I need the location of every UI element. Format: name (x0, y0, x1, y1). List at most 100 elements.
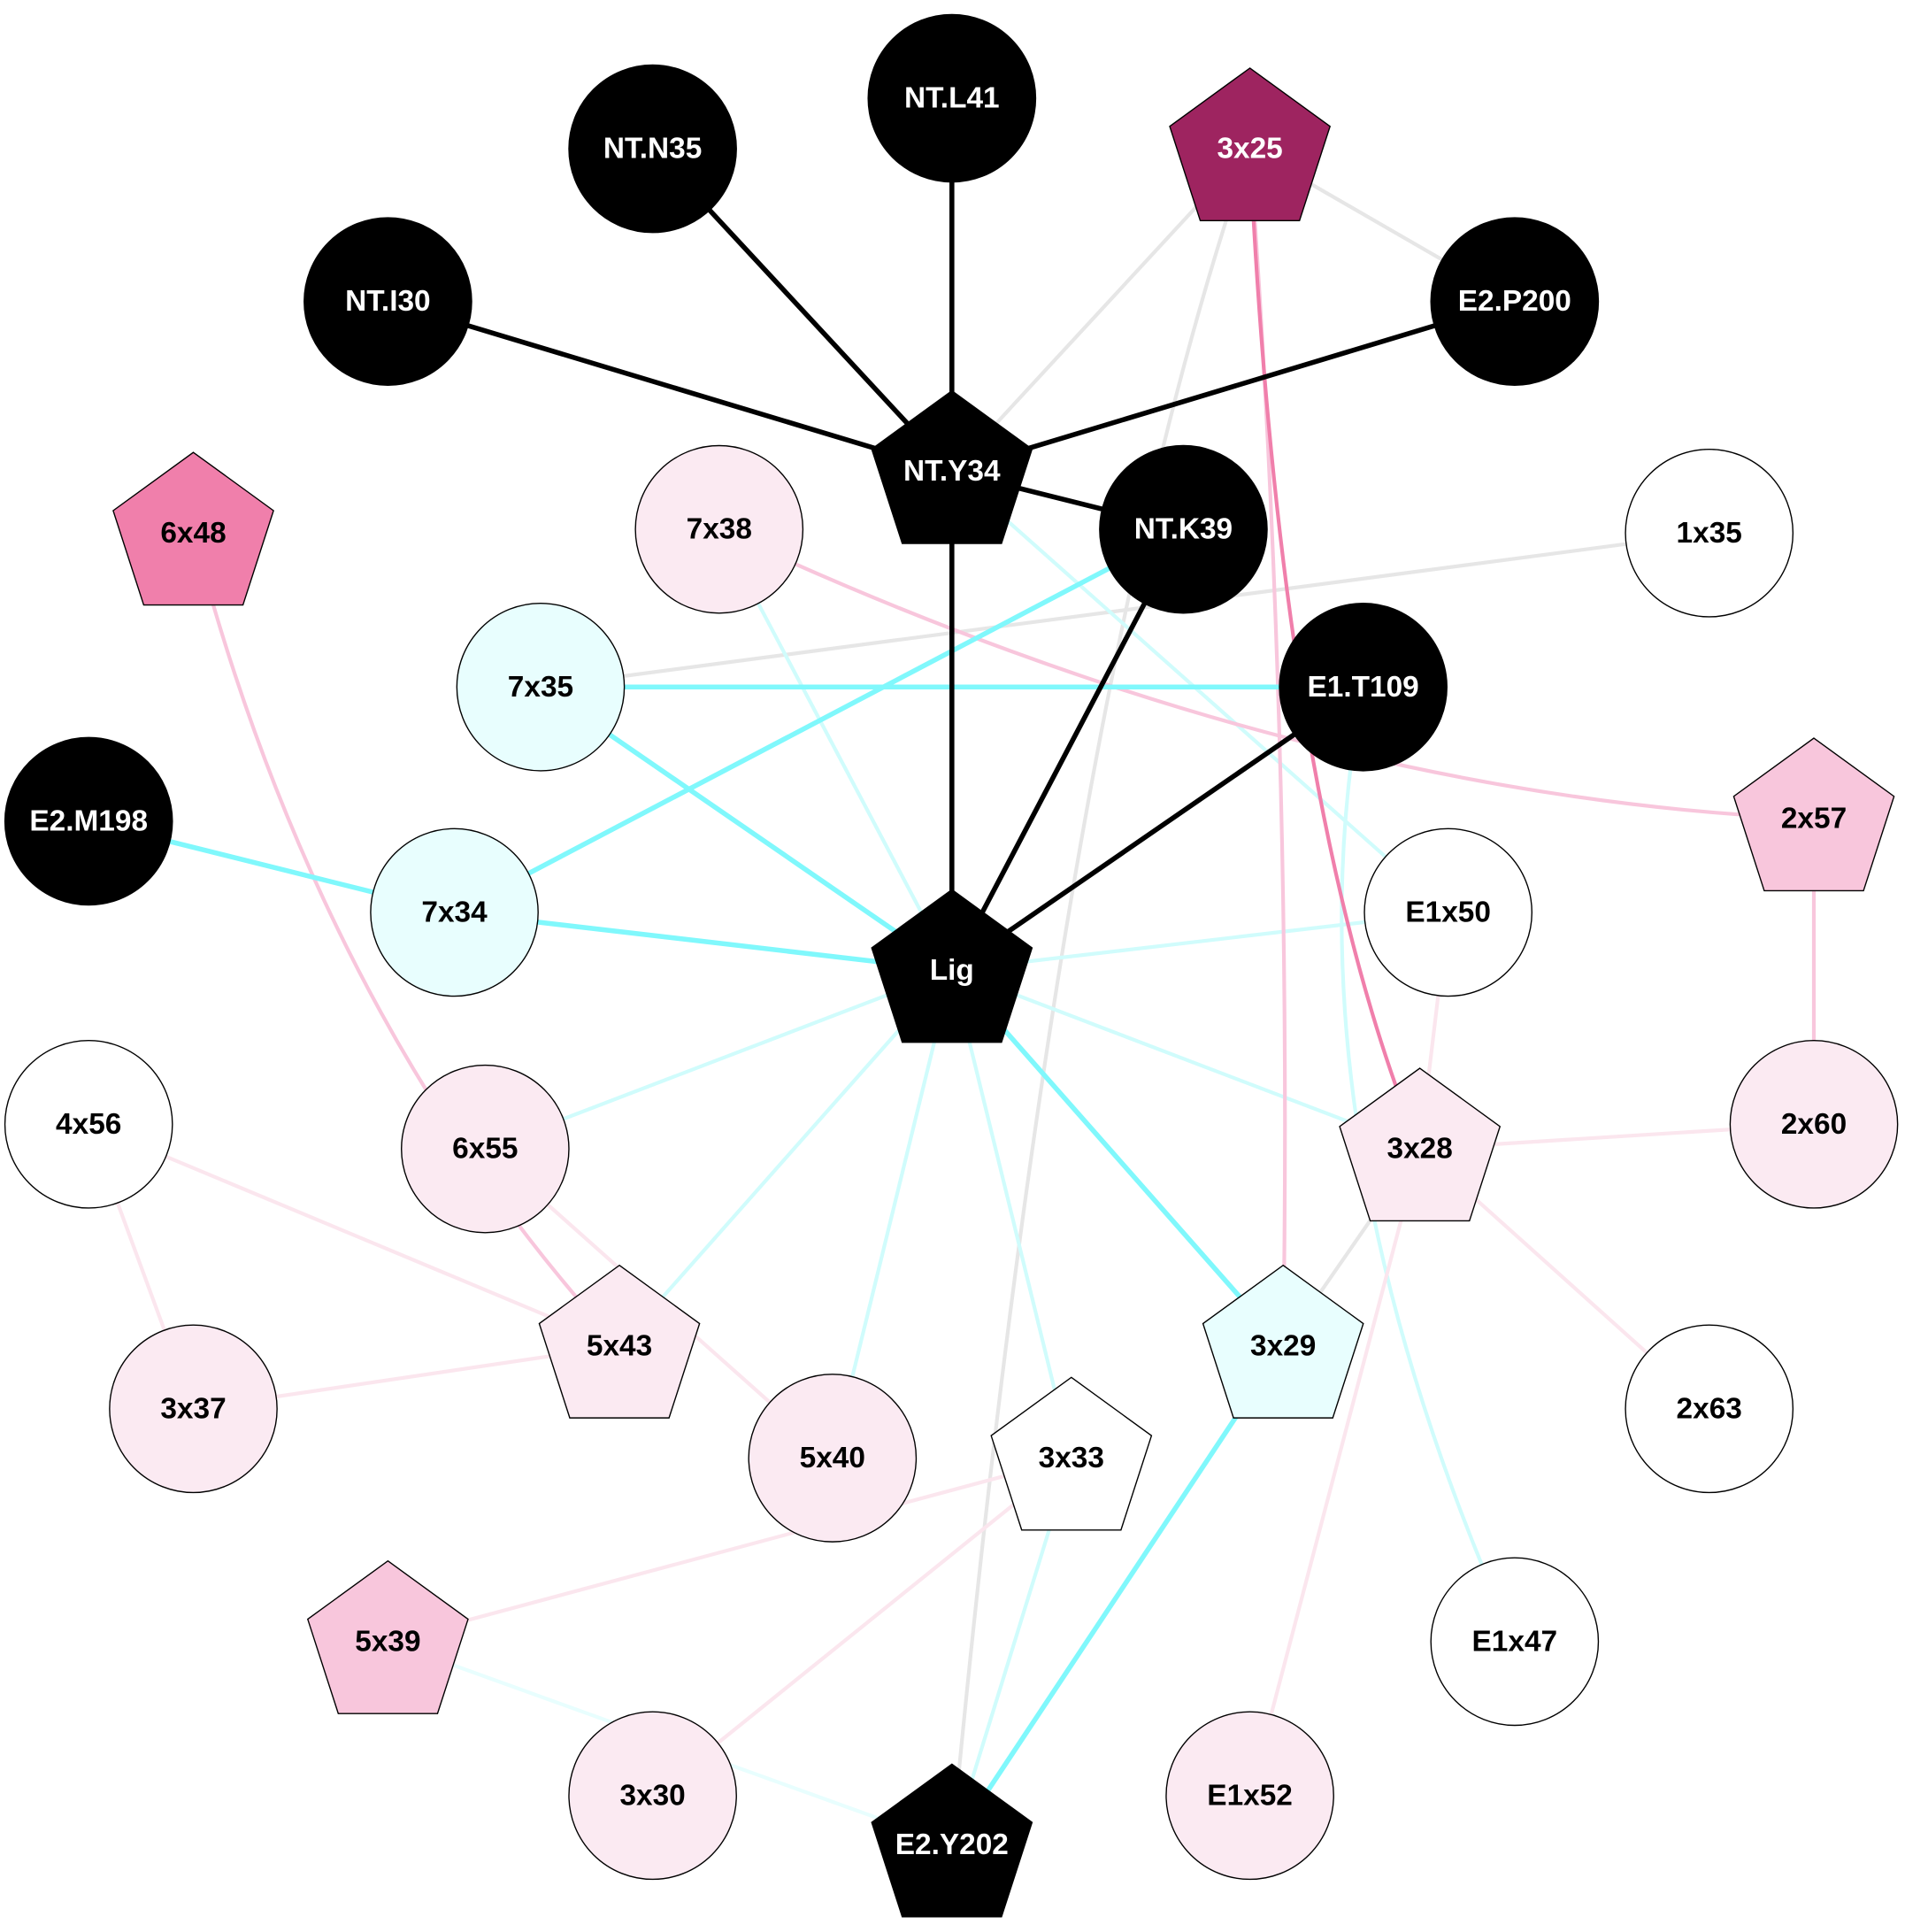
edge-6x48-5x43 (191, 532, 621, 1348)
node-5x39[interactable]: 5x39 (306, 1559, 469, 1714)
node-label: 5x39 (355, 1625, 420, 1658)
node-7x34[interactable]: 7x34 (370, 827, 539, 997)
node-circle-shape (109, 1324, 278, 1494)
node-circle-shape (1279, 602, 1448, 772)
edge-lig-3x28 (951, 968, 1421, 1151)
node-7x38[interactable]: 7x38 (634, 444, 804, 614)
node-6x55[interactable]: 6x55 (401, 1064, 570, 1234)
node-3x29[interactable]: 3x29 (1202, 1264, 1364, 1419)
node-6x48[interactable]: 6x48 (112, 451, 274, 606)
node-circle-shape (1625, 448, 1794, 618)
node-circle-shape (634, 444, 804, 614)
node-nt-y34[interactable]: NT.Y34 (871, 389, 1033, 544)
node-2x63[interactable]: 2x63 (1625, 1324, 1794, 1494)
node-label: 3x33 (1039, 1442, 1104, 1474)
node-label: E2.P200 (1458, 285, 1571, 318)
node-label: 4x56 (56, 1108, 121, 1141)
node-circle-shape (568, 1711, 737, 1881)
node-circle-shape (1099, 444, 1268, 614)
node-pentagon-shape (538, 1264, 701, 1419)
node-e1x50[interactable]: E1x50 (1363, 827, 1533, 997)
node-label: E1x47 (1472, 1625, 1558, 1658)
node-circle-shape (4, 1040, 173, 1209)
edge-5x43-lig (618, 968, 954, 1348)
node-4x56[interactable]: 4x56 (4, 1040, 173, 1209)
node-pentagon-shape (1732, 737, 1895, 892)
node-label: 3x29 (1250, 1329, 1316, 1362)
node-circle-shape (1430, 217, 1600, 386)
node-label: 5x40 (800, 1442, 865, 1474)
edge-3x28-e1x52 (1248, 1148, 1422, 1797)
node-label: NT.K39 (1134, 513, 1233, 546)
node-pentagon-shape (1202, 1264, 1364, 1419)
node-label: NT.Y34 (903, 455, 1001, 488)
node-label: E2.M198 (29, 804, 148, 837)
node-lig[interactable]: Lig (871, 889, 1033, 1043)
node-circle-shape (401, 1064, 570, 1234)
node-3x30[interactable]: 3x30 (568, 1711, 737, 1881)
node-e2-m198[interactable]: E2.M198 (4, 736, 173, 906)
node-3x28[interactable]: 3x28 (1339, 1067, 1502, 1222)
node-nt-n35[interactable]: NT.N35 (568, 64, 737, 234)
node-pentagon-shape (990, 1376, 1153, 1531)
node-label: 7x35 (508, 671, 573, 704)
node-label: 3x28 (1387, 1133, 1453, 1166)
node-5x43[interactable]: 5x43 (538, 1264, 701, 1419)
edge-3x25-e2-y202 (949, 148, 1252, 1845)
node-label: 3x37 (160, 1392, 226, 1425)
node-circle-shape (1625, 1324, 1794, 1494)
node-label: Lig (930, 954, 974, 987)
node-circle-shape (1729, 1040, 1899, 1209)
node-circle-shape (867, 13, 1037, 183)
node-e1-t109[interactable]: E1.T109 (1279, 602, 1448, 772)
node-label: E1x50 (1405, 896, 1491, 928)
node-pentagon-shape (306, 1559, 469, 1714)
node-pentagon-shape (1339, 1067, 1502, 1222)
node-circle-shape (568, 64, 737, 234)
edge-nt-i30-nt-y34 (387, 298, 953, 474)
node-label: NT.L41 (904, 82, 1000, 115)
node-7x35[interactable]: 7x35 (456, 602, 626, 772)
node-label: 2x60 (1781, 1108, 1847, 1141)
node-e1x52[interactable]: E1x52 (1165, 1711, 1334, 1881)
node-e2-p200[interactable]: E2.P200 (1430, 217, 1600, 386)
node-3x25[interactable]: 3x25 (1169, 67, 1332, 222)
node-label: NT.N35 (603, 133, 702, 165)
node-nt-i30[interactable]: NT.I30 (303, 217, 472, 386)
node-3x33[interactable]: 3x33 (990, 1376, 1153, 1531)
node-circle-shape (1165, 1711, 1334, 1881)
node-pentagon-shape (871, 1763, 1033, 1918)
node-5x40[interactable]: 5x40 (748, 1374, 918, 1543)
node-e2-y202[interactable]: E2.Y202 (871, 1763, 1033, 1918)
node-pentagon-shape (112, 451, 274, 606)
node-label: 2x63 (1677, 1392, 1742, 1425)
node-pentagon-shape (1169, 67, 1332, 222)
node-nt-l41[interactable]: NT.L41 (867, 13, 1037, 183)
node-label: 6x55 (452, 1133, 518, 1166)
node-circle-shape (456, 602, 626, 772)
edge-nt-k39-7x34 (453, 527, 1185, 915)
edge-lig-3x33 (949, 969, 1073, 1459)
node-nt-k39[interactable]: NT.K39 (1099, 444, 1268, 614)
node-2x57[interactable]: 2x57 (1732, 737, 1895, 892)
node-e1x47[interactable]: E1x47 (1430, 1557, 1600, 1727)
node-3x37[interactable]: 3x37 (109, 1324, 278, 1494)
node-label: E2.Y202 (895, 1828, 1009, 1861)
node-2x60[interactable]: 2x60 (1729, 1040, 1899, 1209)
node-circle-shape (748, 1374, 918, 1543)
node-label: 2x57 (1781, 803, 1847, 835)
node-label: E1x52 (1207, 1779, 1293, 1812)
edge-nt-y34-e1x50 (950, 470, 1450, 914)
node-label: 1x35 (1677, 517, 1742, 550)
edge-3x33-3x30 (651, 1456, 1073, 1797)
node-label: 5x43 (587, 1329, 652, 1362)
node-label: 6x48 (160, 517, 226, 550)
node-1x35[interactable]: 1x35 (1625, 448, 1794, 618)
node-pentagon-shape (871, 389, 1033, 544)
node-label: 3x25 (1217, 133, 1282, 165)
node-label: E1.T109 (1308, 671, 1419, 704)
node-label: 7x34 (421, 896, 488, 928)
